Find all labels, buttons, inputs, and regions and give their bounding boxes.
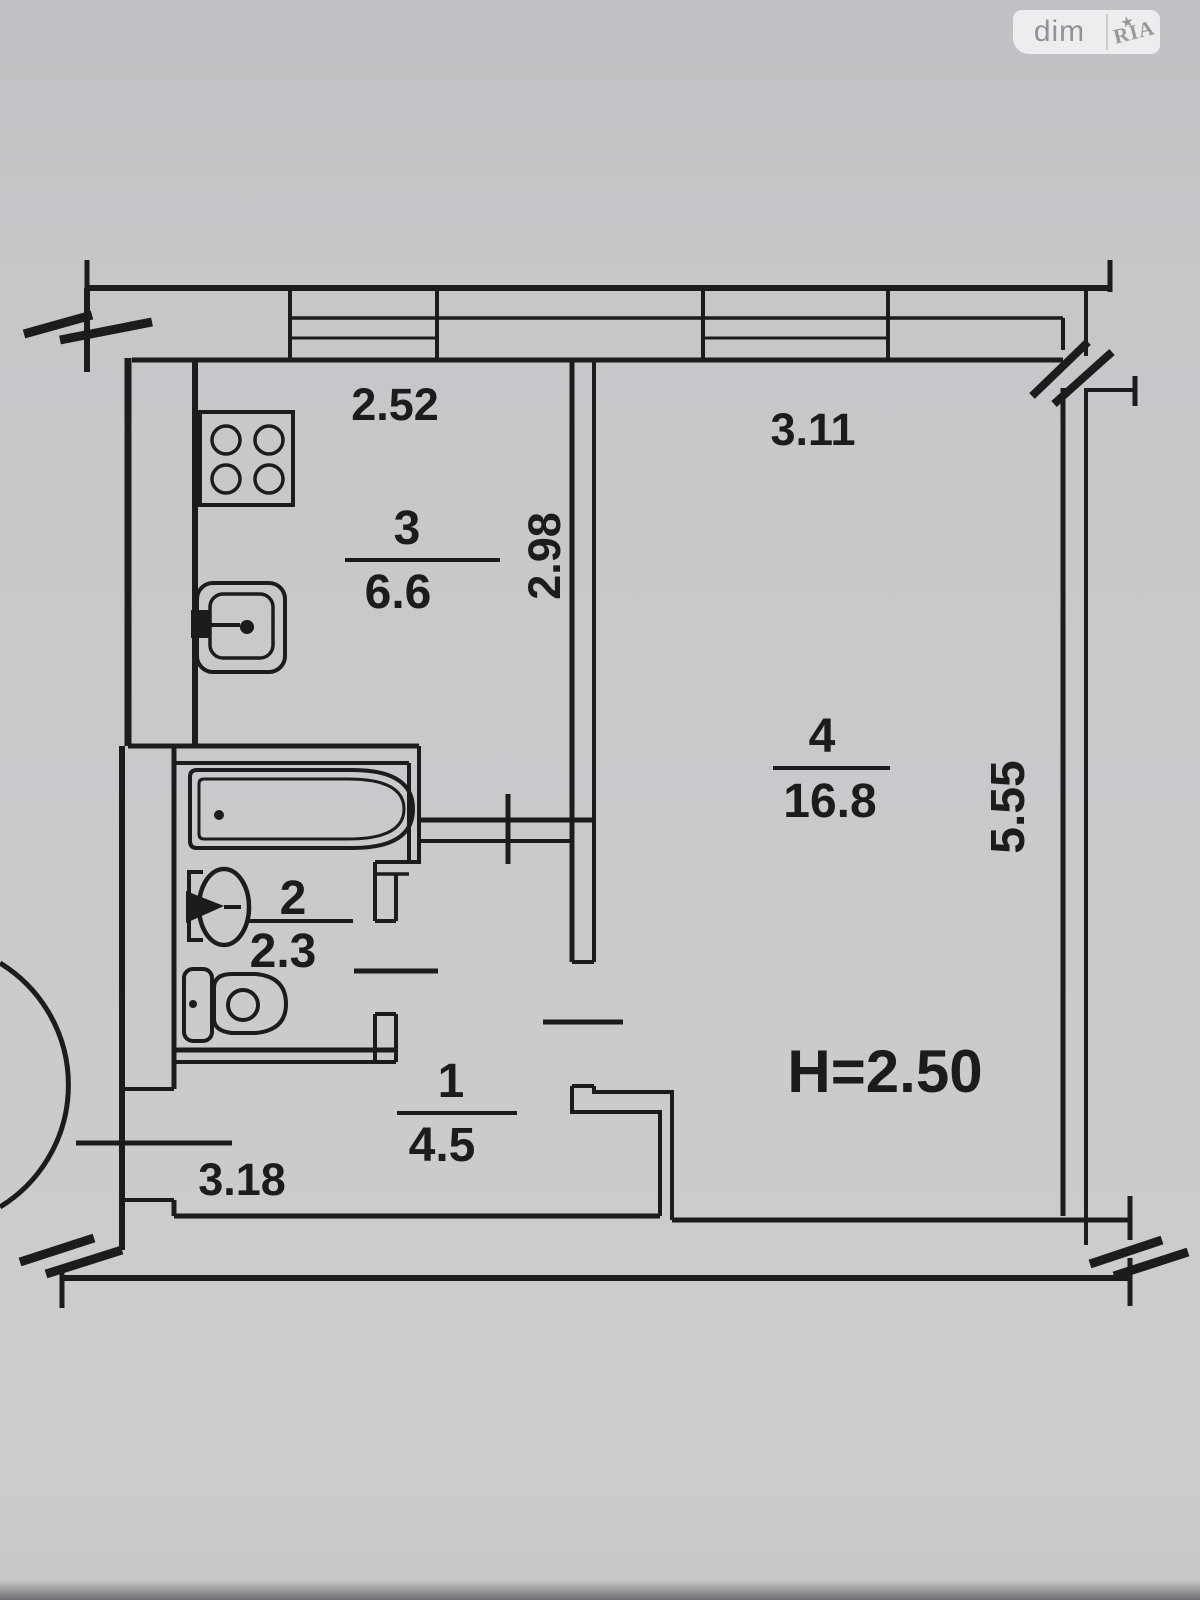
room-4-number: 4: [809, 710, 836, 763]
stairwell-arc: [0, 960, 71, 1210]
top-exterior-wall: [85, 285, 1112, 363]
watermark-dim-text: dim: [1033, 15, 1086, 48]
watermark-ria-logo: ★ RIA: [1104, 6, 1164, 57]
fixtures: [182, 410, 416, 1043]
room-2-number: 2: [280, 872, 307, 925]
labels: 2.52 3.11 3 6.6 2.98 4 16.8 5.55 2 2.3 H…: [198, 379, 1035, 1205]
toilet-icon: [182, 967, 289, 1043]
left-exterior-wall: [76, 358, 232, 1250]
dim-room-width: 3.11: [770, 404, 855, 455]
kitchen-sink-icon: [191, 581, 287, 674]
dim-room-depth: 5.55: [982, 760, 1035, 853]
washbasin-icon: [186, 866, 252, 948]
bathroom-walls: [128, 743, 438, 1064]
photo-bottom-edge-shadow: [0, 1580, 1200, 1600]
wall-break-bottom-right: [1088, 1235, 1190, 1281]
watermark-divider: [1106, 14, 1108, 50]
right-exterior-wall: [1060, 388, 1088, 1245]
bathtub-icon: [188, 768, 416, 850]
room-3-number: 3: [394, 502, 421, 555]
room-1-area: 4.5: [409, 1119, 476, 1172]
wall-break-top-left: [22, 260, 153, 372]
bottom-exterior-wall: [59, 1196, 1133, 1308]
room-1-number: 1: [438, 1055, 465, 1108]
room-4-area: 16.8: [783, 775, 876, 828]
room4-partition-wall: [543, 358, 674, 1220]
room-3-area: 6.6: [365, 566, 432, 619]
room-1-label: 1 4.5: [397, 1055, 517, 1172]
walls: [0, 260, 1190, 1308]
wall-break-bottom-left: [18, 1233, 124, 1279]
dim-ria-watermark: dim ★ RIA: [1013, 10, 1160, 54]
dim-kitchen-depth: 2.98: [519, 512, 570, 600]
ceiling-height-label: H=2.50: [787, 1038, 982, 1105]
room-2-label: 2 2.3: [247, 872, 353, 978]
dim-kitchen-width: 2.52: [351, 379, 439, 430]
room-3-label: 3 6.6: [345, 502, 500, 619]
room-2-area: 2.3: [250, 925, 317, 978]
room-4-label: 4 16.8: [773, 710, 890, 828]
wall-break-top-right: [1029, 260, 1138, 407]
dim-hall-width: 3.18: [198, 1154, 286, 1205]
kitchen-walls: [192, 358, 594, 864]
stove-icon: [198, 410, 295, 507]
